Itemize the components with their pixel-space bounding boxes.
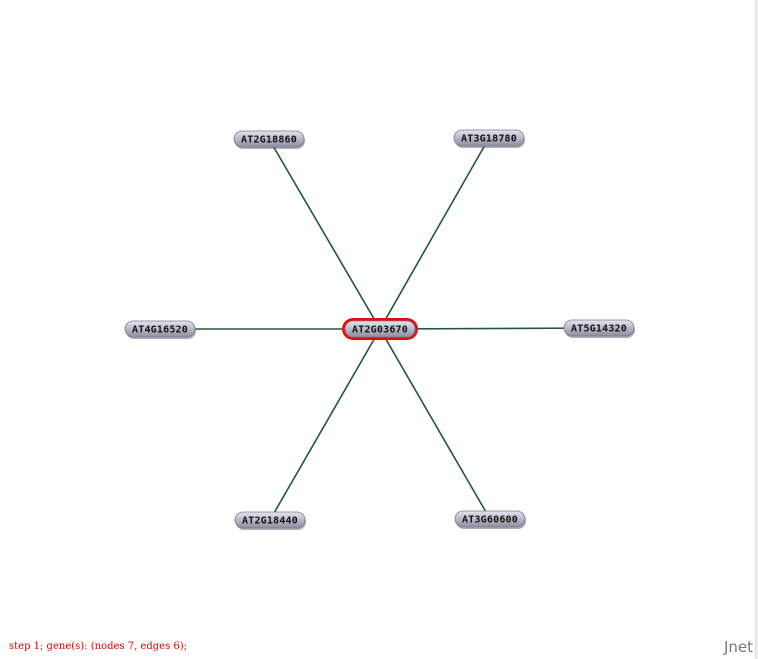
node-at3g18780[interactable]: AT3G18780 xyxy=(453,129,525,148)
node-at2g18860[interactable]: AT2G18860 xyxy=(233,130,305,149)
node-at3g60600[interactable]: AT3G60600 xyxy=(454,510,526,529)
node-label: AT3G60600 xyxy=(462,515,518,526)
node-pill xyxy=(454,510,526,528)
node-label: AT2G03670 xyxy=(352,325,408,336)
node-pill xyxy=(453,129,525,147)
jnet-brand-label: Jnet xyxy=(723,638,753,656)
node-pill xyxy=(233,130,305,148)
node-pill xyxy=(344,320,416,338)
right-scroll-edge xyxy=(755,0,758,659)
edge-at2g03670-at3g60600 xyxy=(379,328,491,520)
node-label: AT2G18860 xyxy=(241,135,297,146)
node-pill xyxy=(563,319,635,337)
node-label: AT5G14320 xyxy=(571,324,627,335)
node-at5g14320[interactable]: AT5G14320 xyxy=(563,319,635,338)
edge-at2g03670-at2g18440 xyxy=(269,328,381,521)
node-at4g16520[interactable]: AT4G16520 xyxy=(124,320,196,339)
edge-at2g03670-at2g18860 xyxy=(268,138,381,330)
node-label: AT3G18780 xyxy=(461,134,517,145)
edge-at2g03670-at3g18780 xyxy=(379,137,490,330)
node-label: AT2G18440 xyxy=(242,516,298,527)
node-pill xyxy=(124,320,196,338)
node-at2g03670[interactable]: AT2G03670 xyxy=(342,318,418,340)
node-at2g18440[interactable]: AT2G18440 xyxy=(234,511,306,530)
node-label: AT4G16520 xyxy=(132,325,188,336)
status-line: step 1; gene(s): (nodes 7, edges 6); xyxy=(9,641,188,652)
node-pill xyxy=(234,511,306,529)
